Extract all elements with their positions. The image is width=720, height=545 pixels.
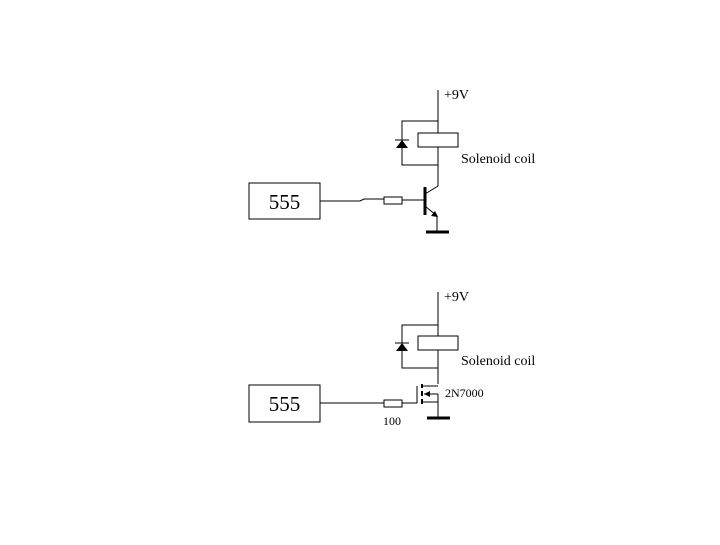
diode-triangle [396, 140, 408, 148]
transistor-collector [424, 185, 439, 195]
diode-wire [401, 120, 438, 166]
solenoid-coil [417, 335, 459, 351]
base-resistor [383, 196, 403, 205]
circuit-transistor: +9V Solenoid coil 555 [248, 88, 535, 234]
npn-transistor [423, 185, 439, 231]
coil-label: Solenoid coil [461, 354, 535, 369]
gate-resistor [383, 399, 403, 408]
supply-label: +9V [444, 290, 469, 305]
flyback-diode [395, 120, 438, 166]
gate-wire-2 [402, 386, 418, 404]
coil-label: Solenoid coil [461, 152, 535, 167]
diode-triangle [396, 343, 408, 351]
solenoid-coil [417, 132, 459, 148]
resistor-label: 100 [383, 414, 401, 428]
circuit-mosfet: +9V Solenoid coil 555 100 [248, 290, 535, 428]
timer-555-label: 555 [269, 190, 301, 214]
n-channel-mosfet: 2N7000 [416, 384, 484, 417]
emitter-arrow [431, 211, 438, 217]
diode-wire [401, 324, 438, 369]
mosfet-label: 2N7000 [445, 386, 484, 400]
timer-555-label: 555 [269, 392, 301, 416]
mosfet-arrow [424, 391, 430, 397]
flyback-diode [395, 324, 438, 369]
base-wire [320, 198, 384, 202]
supply-label: +9V [444, 88, 469, 103]
